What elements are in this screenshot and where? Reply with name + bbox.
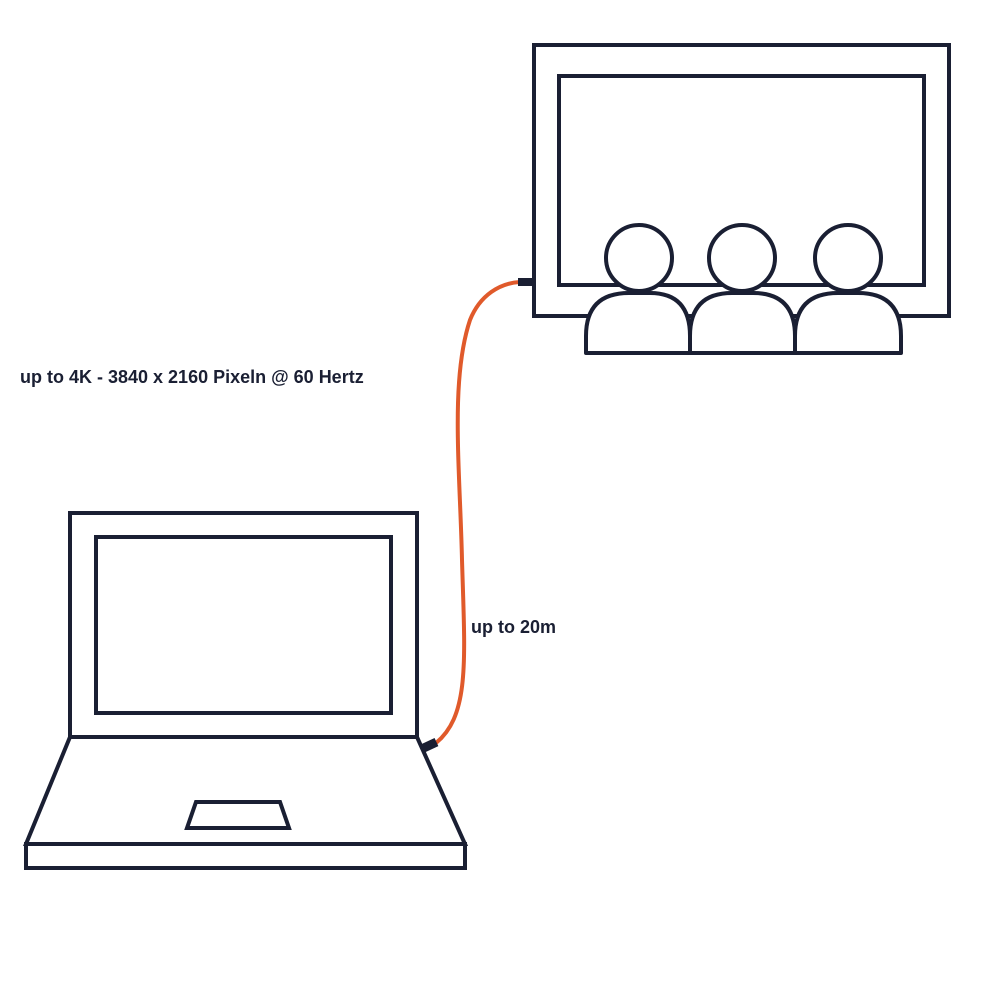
cable-connector-display: [518, 278, 532, 286]
resolution-label: up to 4K - 3840 x 2160 Pixeln @ 60 Hertz: [20, 367, 364, 387]
laptop-touchpad: [184, 800, 292, 830]
laptop-display: [94, 535, 393, 715]
cable-length-label: up to 20m: [471, 617, 557, 637]
cable-line: [434, 280, 522, 745]
laptop-base-edge: [24, 842, 467, 870]
cable-connector-laptop: [420, 737, 439, 753]
person-left-icon: [584, 223, 692, 355]
audience-icon: [584, 223, 903, 355]
person-center-icon: [688, 223, 797, 355]
hdmi-cable: [420, 278, 532, 753]
person-right-icon: [793, 223, 903, 355]
laptop-icon: [23, 511, 469, 870]
